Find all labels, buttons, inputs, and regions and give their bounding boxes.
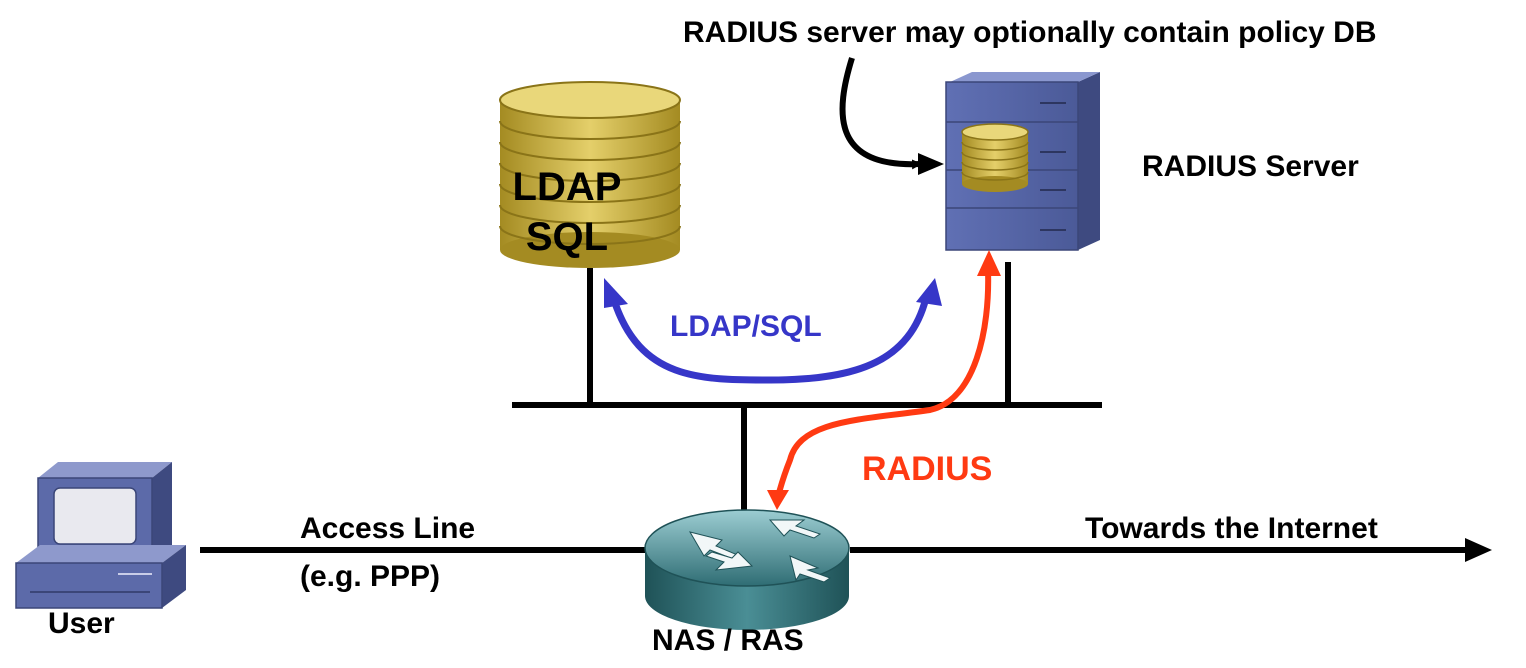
access-line-label-line2: (e.g. PPP) (300, 560, 440, 593)
ldap-sql-arrowhead-right (916, 278, 942, 306)
radius-server-icon (945, 72, 1100, 251)
radius-server-label: RADIUS Server (1142, 150, 1359, 183)
annotation-arrow (839, 57, 922, 170)
ldap-sql-arrowhead-left (604, 278, 628, 308)
nas-label: NAS / RAS (652, 624, 804, 657)
internet-label: Towards the Internet (1085, 512, 1378, 545)
router-icon (644, 509, 850, 630)
radius-arrow (775, 269, 992, 497)
ldap-sql-arrow (610, 297, 930, 384)
radius-link-label: RADIUS (862, 450, 992, 488)
user-computer-icon (15, 462, 186, 609)
radius-arrowhead-top (977, 250, 1001, 276)
database-label-line2: SQL (526, 215, 608, 259)
ldap-sql-link-label: LDAP/SQL (670, 310, 822, 343)
user-label: User (48, 607, 115, 640)
radius-arrowhead-bottom (767, 490, 789, 510)
access-line-label-line1: Access Line (300, 512, 475, 545)
network-lines (200, 262, 1492, 562)
policy-db-annotation: RADIUS server may optionally contain pol… (683, 16, 1377, 49)
internet-arrowhead (1465, 538, 1492, 562)
annotation-arrowhead (918, 153, 944, 175)
database-label-line1: LDAP (513, 165, 622, 209)
database-icon (499, 81, 681, 268)
